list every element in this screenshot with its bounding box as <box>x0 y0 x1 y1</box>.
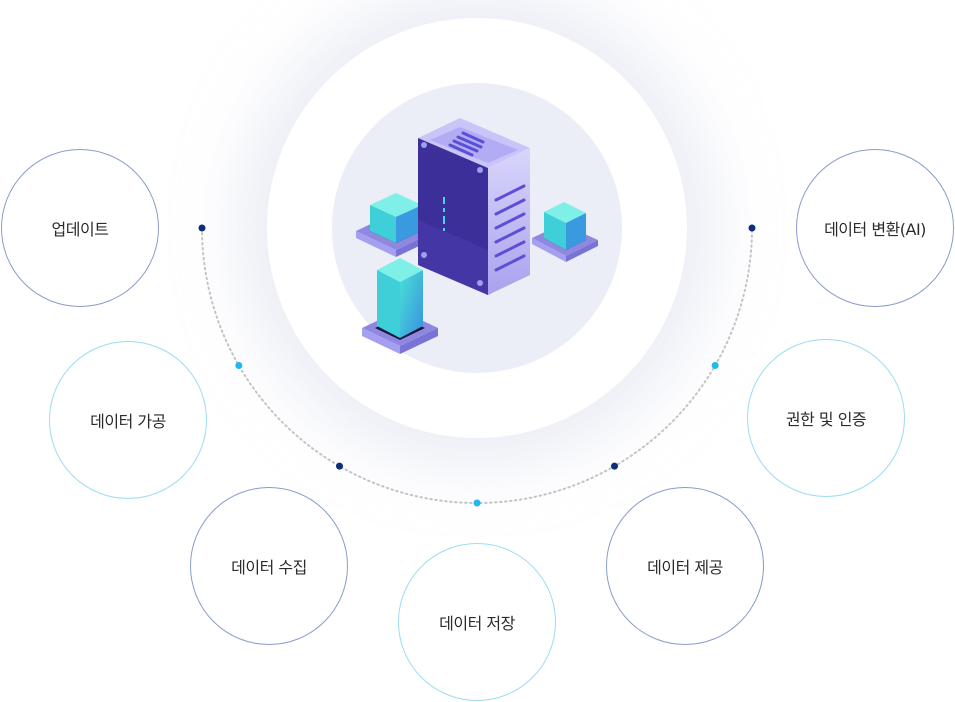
arc-dot-light <box>473 499 481 507</box>
server-tower-icon <box>418 118 530 295</box>
tall-cube-icon <box>362 258 438 354</box>
node-provision: 데이터 제공 <box>606 487 764 645</box>
arc-dot-dark <box>336 462 343 470</box>
node-label: 데이터 제공 <box>647 558 723 577</box>
node-collection: 데이터 수집 <box>190 487 348 645</box>
arc-dot-light <box>235 362 243 369</box>
node-label: 데이터 변환(AI) <box>824 220 926 239</box>
arc-dot-light <box>711 362 719 369</box>
right-cube-icon <box>532 202 598 262</box>
node-label: 권한 및 인증 <box>785 410 867 429</box>
arc-dot-dark <box>198 224 206 232</box>
node-transform: 데이터 변환(AI) <box>796 149 954 307</box>
node-label: 업데이트 <box>51 220 109 239</box>
server-icon <box>356 118 598 354</box>
arc-dot-dark <box>611 462 618 470</box>
arc-dot-dark <box>748 224 756 232</box>
node-auth: 권한 및 인증 <box>747 339 905 497</box>
node-update: 업데이트 <box>1 149 159 307</box>
node-label: 데이터 저장 <box>439 614 515 633</box>
node-label: 데이터 수집 <box>231 558 307 577</box>
node-processing: 데이터 가공 <box>49 341 207 499</box>
node-label: 데이터 가공 <box>90 412 166 431</box>
node-storage: 데이터 저장 <box>398 543 556 701</box>
